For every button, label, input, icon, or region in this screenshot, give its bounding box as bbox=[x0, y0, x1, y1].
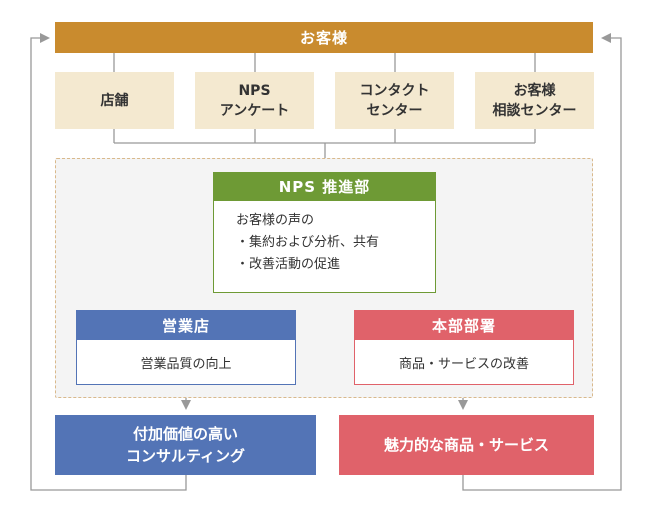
channel-label: 店舗 bbox=[100, 92, 129, 109]
headquarters-text: 商品・サービスの改善 bbox=[398, 356, 529, 372]
channel-label: お客様 bbox=[513, 82, 556, 99]
channel-contact-center: コンタクト センター bbox=[335, 72, 454, 129]
sales-branch-text: 営業品質の向上 bbox=[140, 356, 232, 372]
channel-nps-survey: NPS アンケート bbox=[195, 72, 314, 129]
nps-duty-item: お客様の声の bbox=[236, 213, 315, 228]
channel-label: 相談センター bbox=[492, 102, 577, 119]
outcome-consulting: 付加価値の高い コンサルティング bbox=[55, 415, 316, 475]
nps-header: NPS 推進部 bbox=[213, 172, 436, 201]
outcome-label: コンサルティング bbox=[125, 447, 246, 465]
headquarters-body: 商品・サービスの改善 bbox=[354, 340, 574, 385]
outcome-label: 魅力的な商品・サービス bbox=[383, 436, 549, 454]
customer-title: お客様 bbox=[299, 29, 348, 47]
sales-branch-body: 営業品質の向上 bbox=[76, 340, 296, 385]
outcome-products-services: 魅力的な商品・サービス bbox=[339, 415, 594, 475]
channel-customer-consultation: お客様 相談センター bbox=[475, 72, 594, 129]
nps-title: NPS 推進部 bbox=[278, 178, 371, 196]
channel-label: センター bbox=[366, 102, 423, 119]
nps-body: お客様の声の ・集約および分析、共有 ・改善活動の促進 bbox=[213, 201, 436, 293]
nps-duty-item: ・集約および分析、共有 bbox=[236, 235, 380, 250]
nps-duty-list: お客様の声の ・集約および分析、共有 ・改善活動の促進 bbox=[236, 210, 435, 276]
nps-duty-item: ・改善活動の促進 bbox=[236, 257, 341, 272]
channel-label: NPS bbox=[238, 82, 271, 99]
outcome-label: 付加価値の高い bbox=[132, 425, 238, 443]
headquarters-header: 本部部署 bbox=[354, 310, 574, 340]
channel-store: 店舗 bbox=[55, 72, 174, 129]
sales-branch-title: 営業店 bbox=[161, 316, 210, 335]
channel-label: コンタクト bbox=[359, 82, 430, 99]
customer-bar: お客様 bbox=[55, 22, 593, 53]
headquarters-title: 本部部署 bbox=[431, 316, 496, 335]
channel-label: アンケート bbox=[219, 102, 290, 119]
sales-branch-header: 営業店 bbox=[76, 310, 296, 340]
